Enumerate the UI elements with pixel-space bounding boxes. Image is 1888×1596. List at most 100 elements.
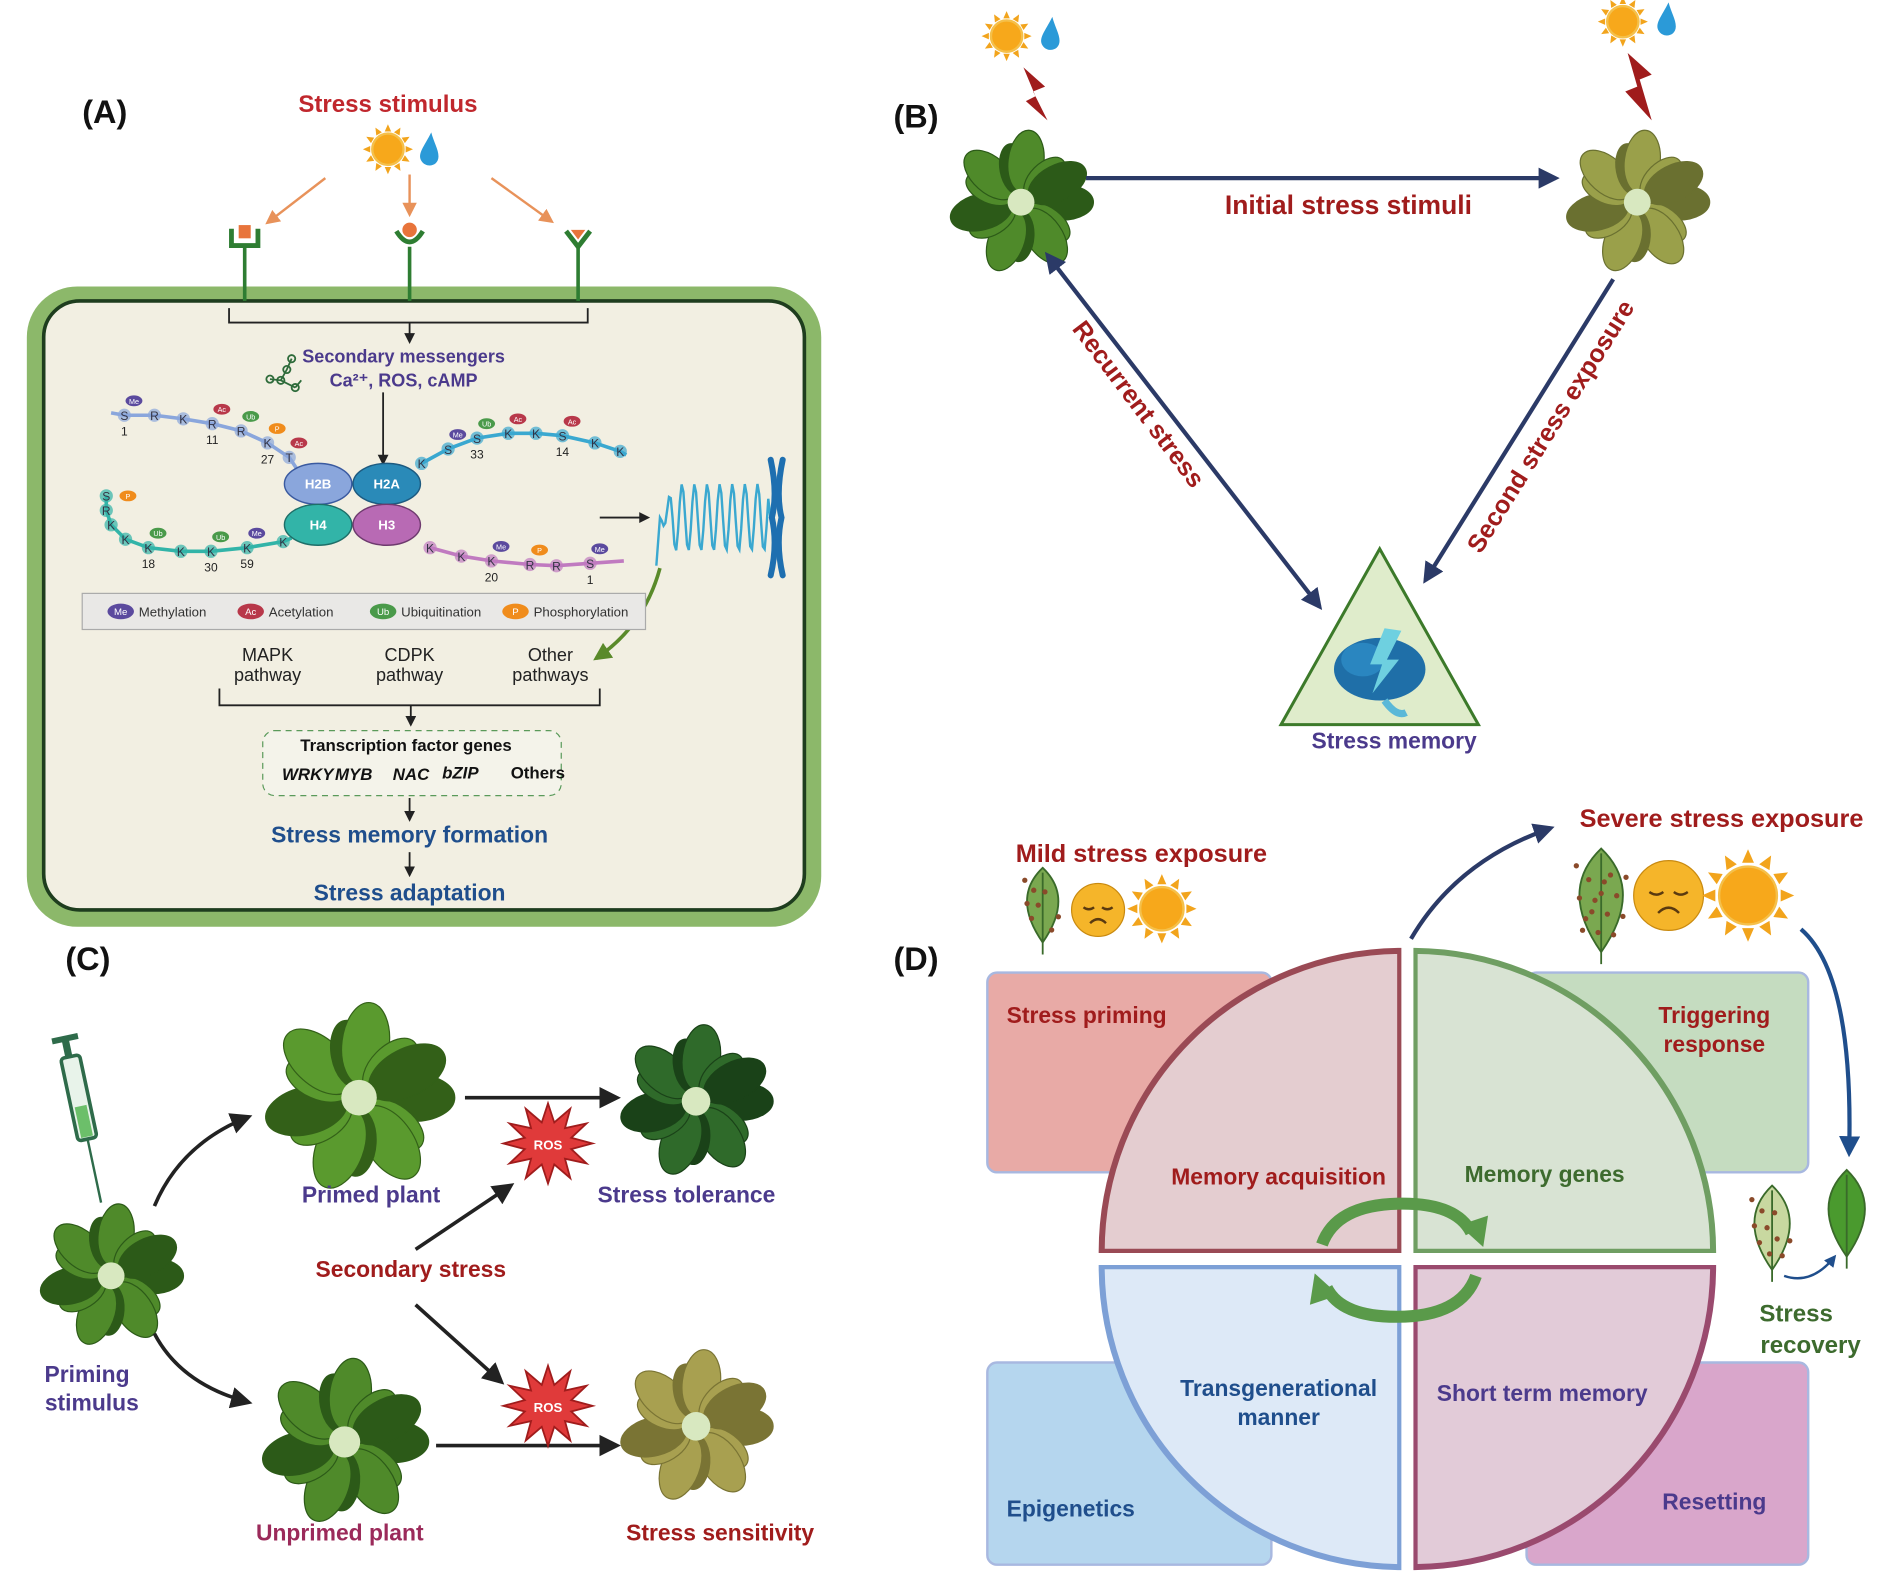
legend-abbr: Ub: [377, 607, 389, 618]
leaf-spot: [1055, 914, 1062, 920]
leaf-spot: [1601, 879, 1607, 885]
residue-letter: K: [207, 545, 215, 559]
quadrant-short-term-memory: [1411, 1263, 1717, 1571]
secondary-stress-label: Secondary stress: [315, 1256, 506, 1282]
rosette-center: [1007, 188, 1035, 216]
unprimed-plant-label: Unprimed plant: [256, 1520, 424, 1546]
histone-label: H4: [310, 518, 328, 533]
tf-gene: MYB: [335, 765, 372, 784]
primed-plant-label: Primed plant: [302, 1181, 441, 1207]
leaf-spot: [1595, 929, 1601, 936]
residue-bead: [583, 556, 597, 570]
second-stress-arrow: [1423, 278, 1615, 584]
residue-number: 14: [556, 445, 570, 459]
panel-c: (C) Priming stimulus Primed plant Stress…: [39, 941, 814, 1546]
leaf-spot: [1756, 1240, 1763, 1246]
residue-bead: [117, 408, 131, 422]
plant-priming-icon: [39, 1203, 185, 1345]
recovering-leaf-icon: [1749, 1184, 1793, 1282]
residue-bead: [484, 554, 499, 568]
residue-letter: R: [208, 417, 217, 431]
residue-letter: K: [243, 541, 251, 555]
modification-badge: [268, 423, 286, 434]
modification-badge: [531, 544, 549, 556]
arrow: [414, 1183, 515, 1251]
rosette-center: [681, 1087, 711, 1116]
legend-badge-phosphorylation: [502, 603, 529, 620]
residue-bead: [555, 429, 570, 443]
water-drop-icon: [420, 132, 439, 166]
leaf-spot: [1604, 911, 1611, 917]
receptor-bracket: [228, 308, 589, 324]
modification-badge: [492, 541, 510, 552]
triggering-response-label: Triggering: [1658, 1002, 1770, 1028]
damaged-leaf-icon: [1573, 847, 1629, 965]
modification-badge: [449, 429, 467, 440]
residue-bead: [501, 426, 515, 440]
transgenerational-label: Transgenerational: [1180, 1375, 1377, 1401]
tf-gene: NAC: [393, 765, 430, 784]
epigenetics-label: Epigenetics: [1007, 1496, 1135, 1522]
panel-b-label: (B): [893, 99, 938, 135]
residue-bead: [470, 431, 484, 445]
cycle-arrows-icon: [1309, 1197, 1489, 1323]
residue-letter: K: [532, 427, 540, 441]
modification-badge: [242, 411, 260, 422]
leaf-spot: [1586, 876, 1592, 883]
ros-burst-icon: [499, 1362, 597, 1449]
residue-bead: [415, 456, 429, 471]
residue-bead: [99, 489, 113, 503]
brain-icon: [1333, 628, 1426, 718]
leaf-spot: [1576, 895, 1583, 901]
eye: [1101, 906, 1114, 911]
modification-badge: [248, 527, 266, 539]
secondary-messengers-label: Secondary messengers: [302, 346, 505, 366]
secondary-messengers-list: Ca²⁺, ROS, cAMP: [330, 370, 478, 390]
leaf-spot: [1049, 927, 1055, 933]
water-drop-icon: [1657, 2, 1676, 36]
residue-bead: [276, 535, 290, 549]
tf-gene: WRKY: [282, 765, 335, 784]
legend-abbr: P: [512, 607, 518, 618]
residue-bead: [260, 436, 275, 450]
residue-letter: T: [286, 451, 294, 465]
stress-memory-triangle: [1278, 545, 1481, 727]
residue-bead: [141, 541, 156, 555]
short-term-memory-label: Short term memory: [1437, 1380, 1648, 1406]
rosette-center: [328, 1426, 361, 1458]
mouth: [1657, 906, 1680, 914]
modification-label: Me: [252, 529, 262, 538]
leaf-spot: [1579, 927, 1586, 933]
legend-badge-methylation: [107, 603, 134, 620]
initial-stress-label: Initial stress stimuli: [1225, 190, 1472, 220]
residue-bead: [204, 544, 218, 558]
modification-badge: [149, 527, 167, 539]
leaf-spot: [1589, 909, 1595, 915]
sun-icon: [981, 11, 1032, 62]
eye: [1648, 891, 1665, 896]
leaf-spot: [1024, 900, 1030, 907]
priming-stimulus-label: Priming: [44, 1361, 129, 1387]
leaf-spot: [1614, 893, 1620, 899]
residue-bead: [174, 544, 188, 558]
chromosome-icon: [767, 456, 786, 579]
leaf-spot: [1764, 1225, 1770, 1231]
histone-label: H2A: [373, 477, 400, 492]
panel-c-label: (C): [65, 941, 110, 977]
residue-letter: K: [179, 413, 187, 427]
residue-bead: [549, 559, 564, 573]
residue-letter: K: [418, 457, 426, 471]
rosette-center: [681, 1411, 711, 1441]
sad-face-icon: [1633, 859, 1705, 931]
tf-title: Transcription factor genes: [300, 736, 512, 755]
stress-sensitivity-label: Stress sensitivity: [626, 1520, 814, 1546]
leaf-spot: [1042, 889, 1048, 895]
stress-recovery-label: Stress: [1759, 1301, 1833, 1328]
modification-badge: [509, 413, 527, 425]
residue-letter: S: [473, 432, 481, 446]
residue-number: 1: [587, 573, 594, 587]
stress-stimulus-title: Stress stimulus: [298, 91, 477, 118]
plant-healthy-icon: [949, 129, 1095, 272]
